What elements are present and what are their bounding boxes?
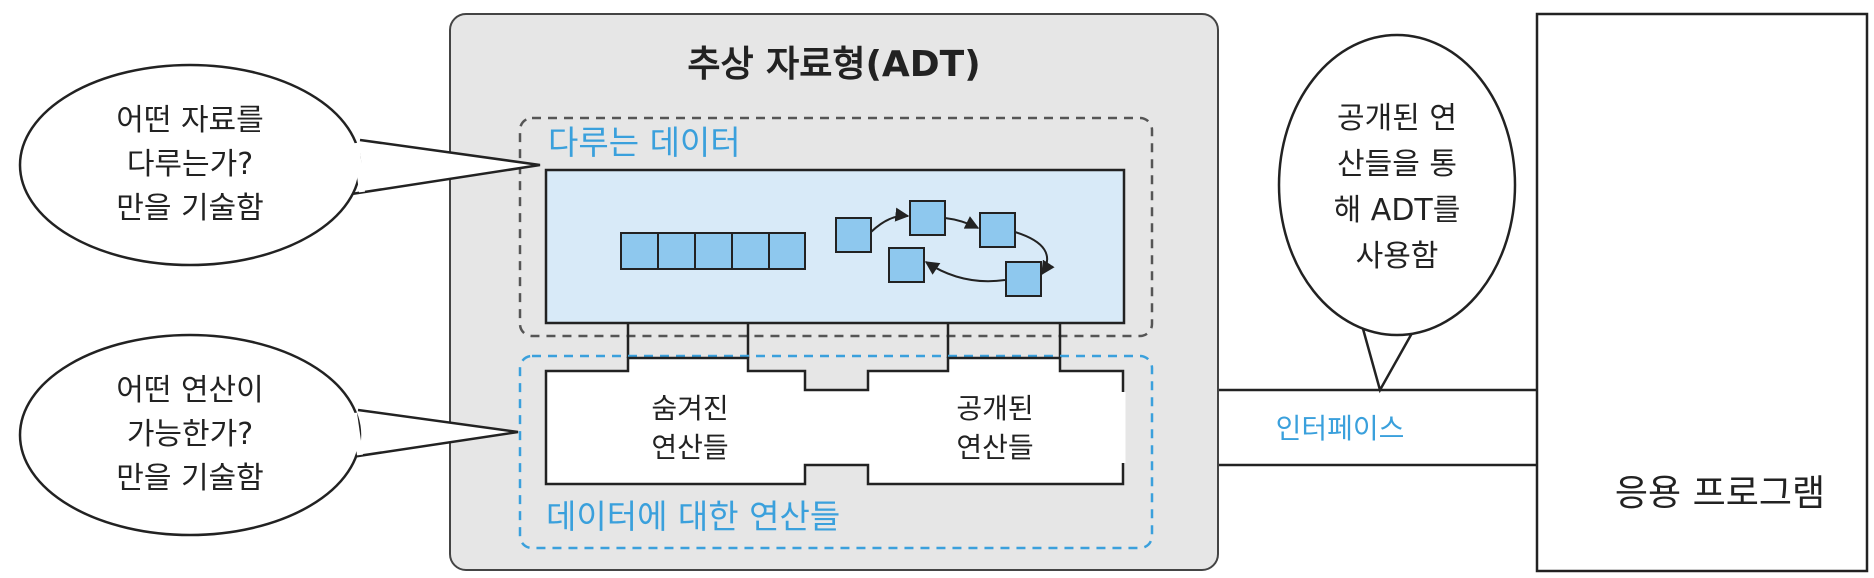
ops-section-label: 데이터에 대한 연산들 <box>546 497 840 536</box>
bubble-use-line4: 사용함 <box>1356 239 1439 274</box>
node <box>888 247 925 283</box>
node <box>1005 261 1042 297</box>
connectors <box>626 323 1062 358</box>
array-cell <box>694 232 733 270</box>
hidden-ops-line1: 숨겨진 <box>651 392 728 425</box>
ops-box <box>544 356 1125 486</box>
array-cell <box>768 232 806 270</box>
bubble-use-line1: 공개된 연 <box>1337 101 1457 136</box>
data-section <box>518 116 1154 338</box>
bubble-ops-line1: 어떤 연산이 <box>116 373 264 408</box>
public-ops-line1: 공개된 <box>956 392 1033 425</box>
adt-title: 추상 자료형(ADT) <box>687 44 980 85</box>
array-cell <box>620 232 659 270</box>
link-arrow <box>944 216 980 229</box>
node <box>835 217 872 253</box>
array-structure <box>620 232 806 270</box>
bubble-ops-line2: 가능한가? <box>127 417 253 452</box>
bubble-ops: 어떤 연산이 가능한가? 만을 기술함 <box>18 333 519 537</box>
bubble-data-line1: 어떤 자료를 <box>116 103 264 138</box>
bubble-data-line3: 만을 기술함 <box>116 191 264 226</box>
array-cell <box>731 232 770 270</box>
bubble-use-line3: 해 ADT를 <box>1334 193 1461 228</box>
link-arrow <box>1014 231 1055 276</box>
public-ops-line2: 연산들 <box>956 431 1033 464</box>
node <box>979 212 1016 248</box>
application-label: 응용 프로그램 <box>1615 473 1825 514</box>
application-box <box>1535 12 1869 573</box>
link-arrow <box>924 261 1006 283</box>
hidden-ops-line2: 연산들 <box>651 431 728 464</box>
linked-structure <box>835 200 1055 297</box>
link-arrow <box>870 207 910 233</box>
interface-label: 인터페이스 <box>1276 412 1405 445</box>
node <box>909 200 946 236</box>
array-cell <box>657 232 696 270</box>
data-section-label: 다루는 데이터 <box>548 123 741 162</box>
bubble-data-line2: 다루는가? <box>127 147 253 182</box>
bubble-ops-line3: 만을 기술함 <box>116 461 264 496</box>
bubble-use: 공개된 연 산들을 통 해 ADT를 사용함 <box>1277 33 1517 394</box>
bubble-data: 어떤 자료를 다루는가? 만을 기술함 <box>18 63 541 267</box>
ops-section <box>518 354 1154 550</box>
bubble-use-line2: 산들을 통 <box>1337 147 1457 182</box>
